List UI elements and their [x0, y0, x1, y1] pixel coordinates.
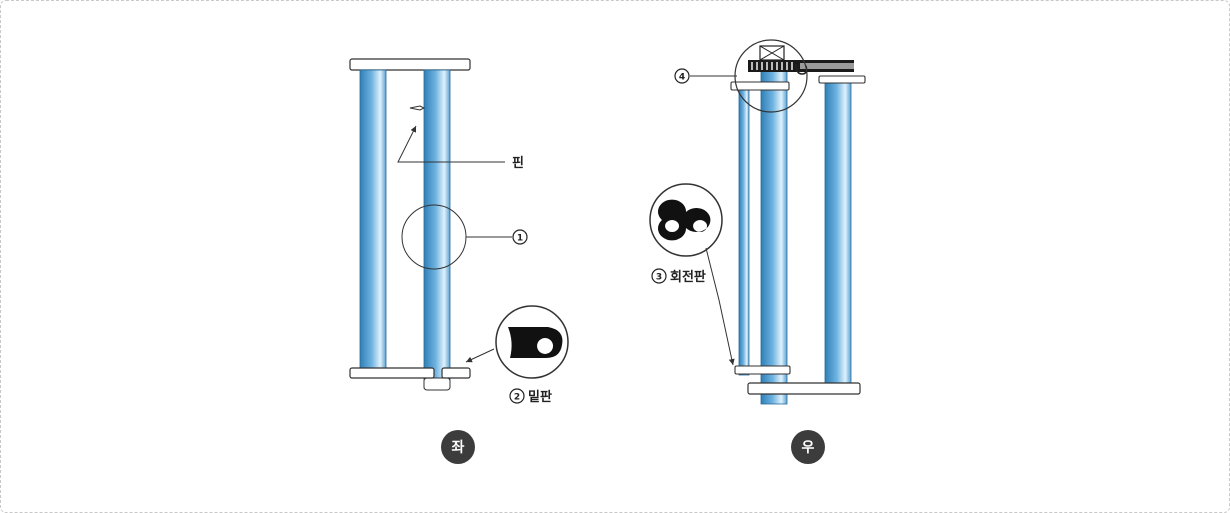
right-thin-rod	[738, 89, 750, 376]
pin-icon	[409, 105, 426, 111]
right-lower-plate	[734, 365, 791, 375]
left-rod-1	[359, 69, 387, 369]
left-bottom-plate-a	[349, 367, 435, 379]
marker-3-badge	[651, 268, 667, 284]
marker-1-label: 1	[517, 234, 523, 244]
marker-1-badge	[512, 229, 528, 245]
right-top-right-plate	[818, 75, 866, 84]
marker-4-badge	[674, 68, 690, 84]
bottom-plate-callout	[465, 348, 495, 363]
bottom-plate-label: 밑판	[528, 389, 552, 405]
rotating-plate-label: 회전판	[670, 269, 706, 285]
marker-4-label: 4	[679, 73, 685, 83]
marker-2-label: 2	[514, 393, 520, 403]
left-bottom-plate-b	[441, 367, 471, 379]
rotating-plate-shape-icon	[658, 199, 711, 241]
right-top-left-plate	[730, 81, 790, 91]
left-rod-2-tip	[423, 377, 451, 391]
right-assembly: 4 3 회전판	[649, 39, 866, 405]
left-badge: 좌	[441, 430, 475, 464]
gear-teeth	[751, 62, 793, 70]
marker-3-label: 3	[656, 273, 662, 283]
left-top-plate	[349, 58, 471, 71]
left-rod-2	[423, 69, 451, 389]
right-rod-2	[824, 81, 852, 385]
pin-callout-line	[397, 125, 505, 163]
bottom-plate-shape-icon	[508, 327, 563, 358]
marker-2-badge	[509, 388, 525, 404]
gear-grey-band	[800, 63, 854, 69]
left-assembly: 핀 1 2 밑판	[349, 58, 569, 405]
pin-label: 핀	[512, 155, 524, 171]
rotating-plate-callout	[705, 247, 735, 366]
right-base-plate	[747, 382, 861, 395]
right-badge: 우	[791, 430, 825, 464]
right-rod-1	[760, 69, 788, 405]
